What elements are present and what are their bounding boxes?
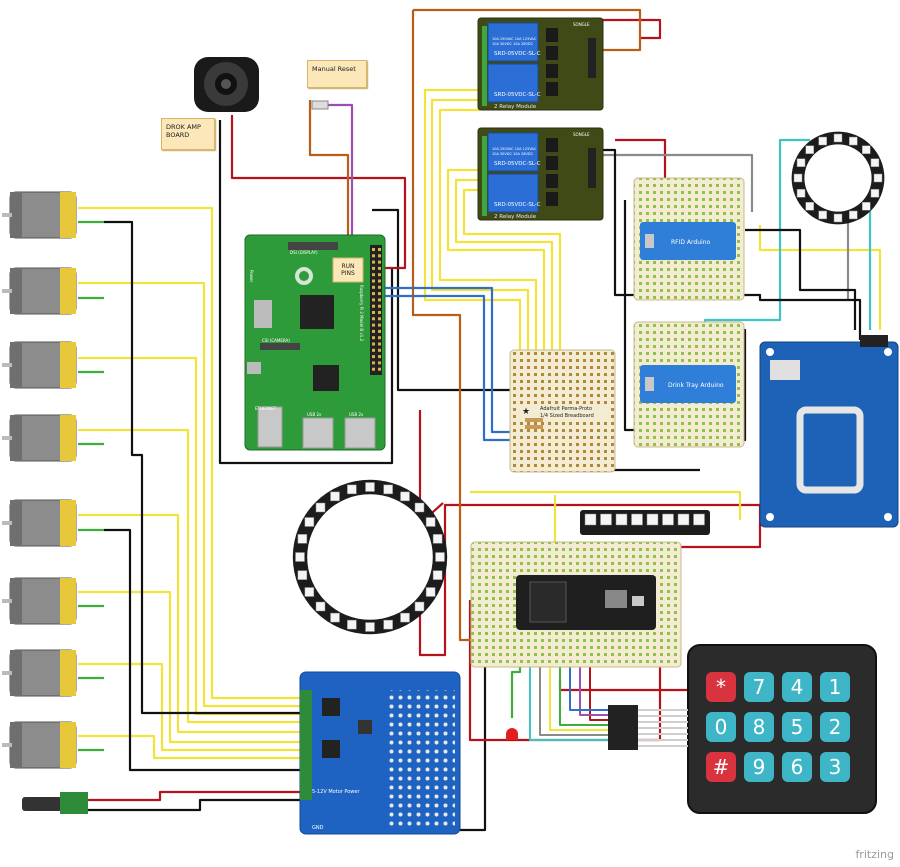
keypad-key-label: 9 xyxy=(753,755,766,779)
keypad-key-label: * xyxy=(716,675,726,699)
relay-rating-label: 10A 250VAC 10A 125VAC xyxy=(492,37,537,41)
relay-model-label: SRD-05VDC-SL-C xyxy=(494,51,541,57)
relay-model-label: SRD-05VDC-SL-C xyxy=(494,161,541,167)
manual-reset-note: Manual Reset xyxy=(307,60,367,88)
keypad-key[interactable]: # xyxy=(706,752,736,782)
wire-motor5-yellow xyxy=(78,513,300,734)
wire-motor7-yellow xyxy=(78,662,300,752)
relay-rating-label: 10A 30VDC 10A 28VDC xyxy=(492,152,534,156)
rfid-arduino-breadboard: RFID Arduino xyxy=(633,177,745,301)
relay-modules: SRD-05VDC-SL-C SRD-05VDC-SL-C SONGLE 10A 25… xyxy=(477,17,604,221)
keypad-key[interactable]: * xyxy=(706,672,736,702)
keypad-key-label: 8 xyxy=(753,715,766,739)
wire-motor4-yellow xyxy=(78,428,300,724)
relay-module: SRD-05VDC-SL-C SRD-05VDC-SL-C SONGLE 10A 25… xyxy=(477,127,604,221)
relay-rating-label: 10A 30VDC 10A 28VDC xyxy=(492,42,534,46)
speaker-icon xyxy=(194,57,259,112)
keypad-key-label: 6 xyxy=(791,755,804,779)
keypad-key-label: # xyxy=(713,755,730,779)
dc-motors xyxy=(2,191,77,769)
dc-motor xyxy=(2,649,77,697)
keypad-key[interactable]: 0 xyxy=(706,712,736,742)
keypad: * 7 4 1 0 8 5 2 #9 6 3 xyxy=(608,644,877,814)
keypad-key[interactable]: 1 xyxy=(820,672,850,702)
wire-motor6-yellow xyxy=(78,590,300,744)
neopixel-ring-small xyxy=(791,131,885,225)
keypad-key-label: 7 xyxy=(753,675,766,699)
wire-motor8-yellow xyxy=(78,734,300,760)
keypad-key-label: 3 xyxy=(829,755,842,779)
dc-motor xyxy=(2,721,77,769)
power-label: Power xyxy=(249,270,254,282)
keypad-key-label: 4 xyxy=(791,675,804,699)
dc-motor xyxy=(2,267,77,315)
keypad-key[interactable]: 5 xyxy=(782,712,812,742)
dsi-label: DSI (DISPLAY) xyxy=(290,250,318,255)
motor-power-label: 5-12V Motor Power xyxy=(312,789,360,795)
motor-hat: 5-12V Motor Power GND xyxy=(299,671,461,835)
relay-model-label: SRD-05VDC-SL-C xyxy=(494,202,541,208)
relay-brand-label: SONGLE xyxy=(573,22,590,27)
usb-label-2: USB 2x xyxy=(349,412,364,417)
dc-motor xyxy=(2,499,77,547)
keypad-key-label: 1 xyxy=(829,675,842,699)
fritzing-logo: fritzing xyxy=(855,848,894,861)
keypad-key-label: 5 xyxy=(791,715,804,739)
ethernet-label: ETHERNET xyxy=(255,406,277,411)
relay-brand-label: SONGLE xyxy=(573,132,590,137)
led xyxy=(506,728,518,740)
rfid-reader xyxy=(759,335,899,528)
relay-model-label: SRD-05VDC-SL-C xyxy=(494,92,541,98)
keypad-key[interactable]: 8 xyxy=(744,712,774,742)
wire-motor2-yellow xyxy=(78,281,300,708)
keypad-key-label: 2 xyxy=(829,715,842,739)
drink-tray-arduino-label: Drink Tray Arduino xyxy=(668,382,724,389)
neopixel-ring-large xyxy=(292,479,448,635)
dc-motor xyxy=(2,577,77,625)
keypad-keys: * 7 4 1 0 8 5 2 #9 6 3 xyxy=(706,672,850,782)
reset-button xyxy=(311,100,329,110)
wires xyxy=(78,8,882,832)
drok-amp-note: DROK AMP BOARD xyxy=(161,118,215,150)
svg-text:★: ★ xyxy=(522,407,530,417)
feather-breadboard xyxy=(470,541,682,668)
wire-motor1-yellow xyxy=(78,206,300,700)
keypad-key[interactable]: 7 xyxy=(744,672,774,702)
gnd-label: GND xyxy=(312,825,324,831)
usb-label-1: USB 2x xyxy=(307,412,322,417)
dc-motor xyxy=(2,341,77,389)
drink-tray-breadboard: Drink Tray Arduino xyxy=(633,321,745,448)
neopixel-stick xyxy=(580,510,710,535)
gpio-header xyxy=(372,248,381,371)
keypad-key[interactable]: 4 xyxy=(782,672,812,702)
keypad-key[interactable]: 6 xyxy=(782,752,812,782)
relay-rating-label: 10A 250VAC 10A 125VAC xyxy=(492,147,537,151)
keypad-key[interactable]: 9 xyxy=(744,752,774,782)
dc-motor xyxy=(2,191,77,239)
dc-jack xyxy=(22,792,88,814)
rfid-arduino-label: RFID Arduino xyxy=(671,239,710,246)
csi-label: CSI (CAMERA) xyxy=(262,338,290,343)
keypad-key[interactable]: 3 xyxy=(820,752,850,782)
rpi-model-label: Raspberry Pi 2 Model B v1.2 xyxy=(359,285,364,342)
dc-motor xyxy=(2,414,77,462)
relay-module-label: 2 Relay Module xyxy=(494,104,537,110)
relay-module-label: 2 Relay Module xyxy=(494,214,537,220)
relay-module: SRD-05VDC-SL-C SRD-05VDC-SL-C SONGLE 10A 25… xyxy=(477,17,604,111)
keypad-key[interactable]: 2 xyxy=(820,712,850,742)
keypad-key-label: 0 xyxy=(715,715,728,739)
